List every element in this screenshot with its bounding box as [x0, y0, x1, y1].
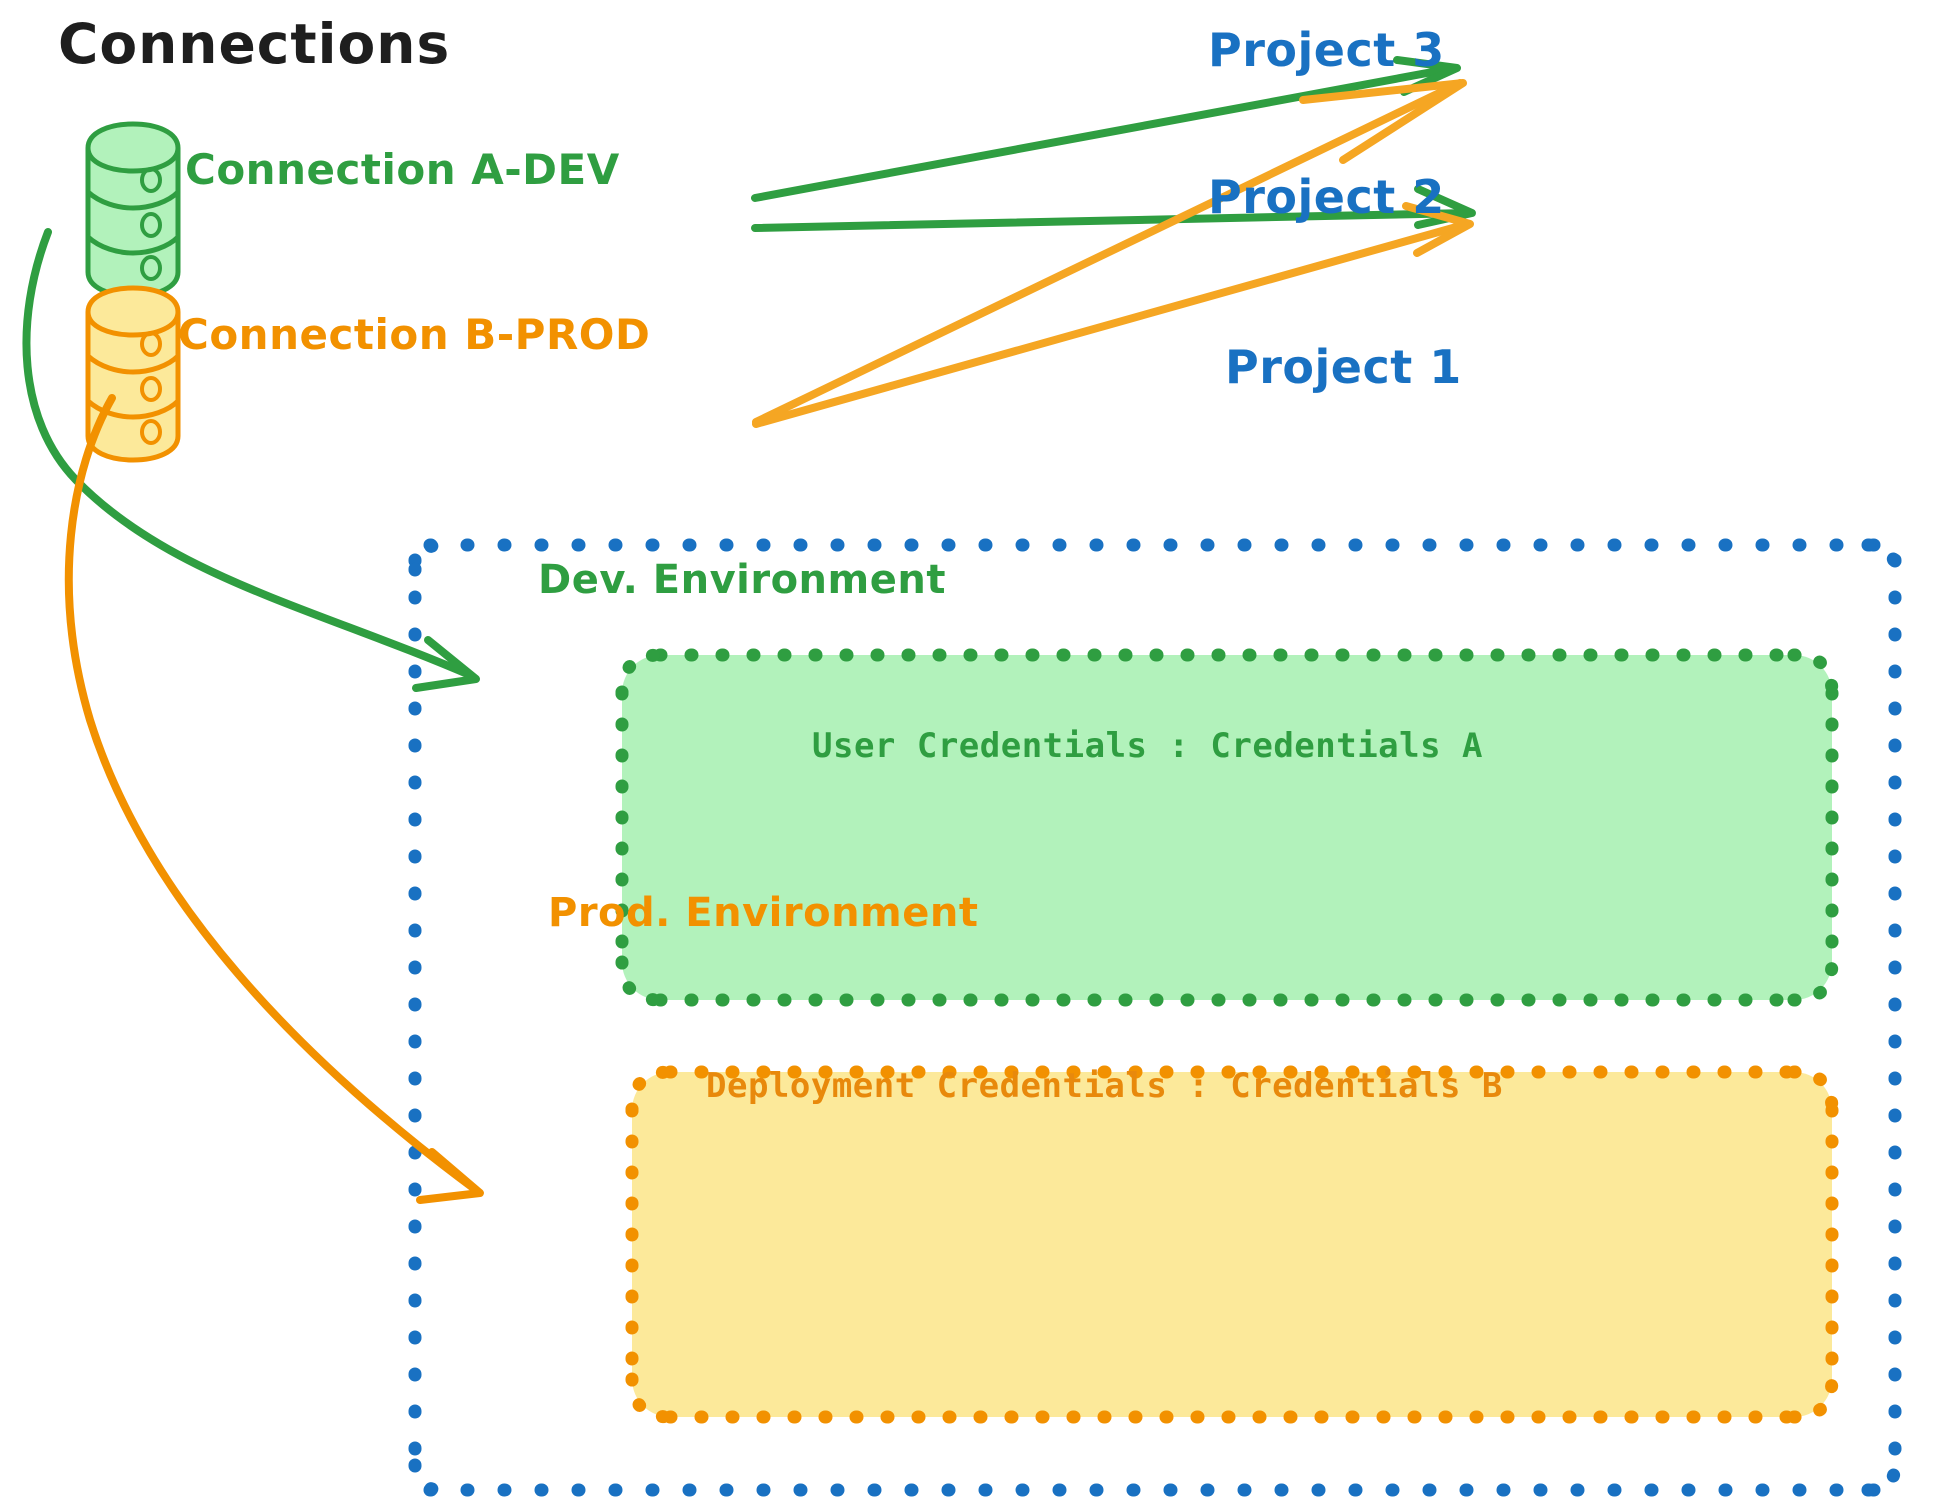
project1-container-border — [408, 538, 1902, 1497]
project-3-label[interactable]: Project 3 — [1208, 23, 1445, 77]
database-cylinder-icon-green — [85, 121, 181, 299]
project-2-label[interactable]: Project 2 — [1208, 170, 1445, 224]
dev-environment-credentials: User Credentials : Credentials A — [812, 726, 1484, 766]
prod-environment-box — [625, 1065, 1839, 1424]
project-1-label[interactable]: Project 1 — [1225, 340, 1462, 394]
edge-conn-a-to-project2 — [751, 185, 1476, 232]
connection-a-label[interactable]: Connection A-DEV — [185, 145, 620, 194]
database-cylinder-icon-orange — [85, 285, 181, 463]
prod-environment-title: Prod. Environment — [548, 890, 979, 936]
connection-b-label[interactable]: Connection B-PROD — [178, 310, 651, 359]
edge-conn-a-to-dev-environment — [22, 228, 480, 692]
prod-environment-credentials: Deployment Credentials : Credentials B — [706, 1066, 1503, 1106]
edge-conn-b-to-project2 — [752, 202, 1474, 428]
edge-conn-b-to-project3 — [752, 79, 1467, 426]
edge-conn-b-to-prod-environment — [64, 394, 484, 1204]
dev-environment-title: Dev. Environment — [538, 557, 946, 603]
dev-environment-box — [615, 648, 1839, 1007]
page-title: Connections — [58, 12, 451, 76]
